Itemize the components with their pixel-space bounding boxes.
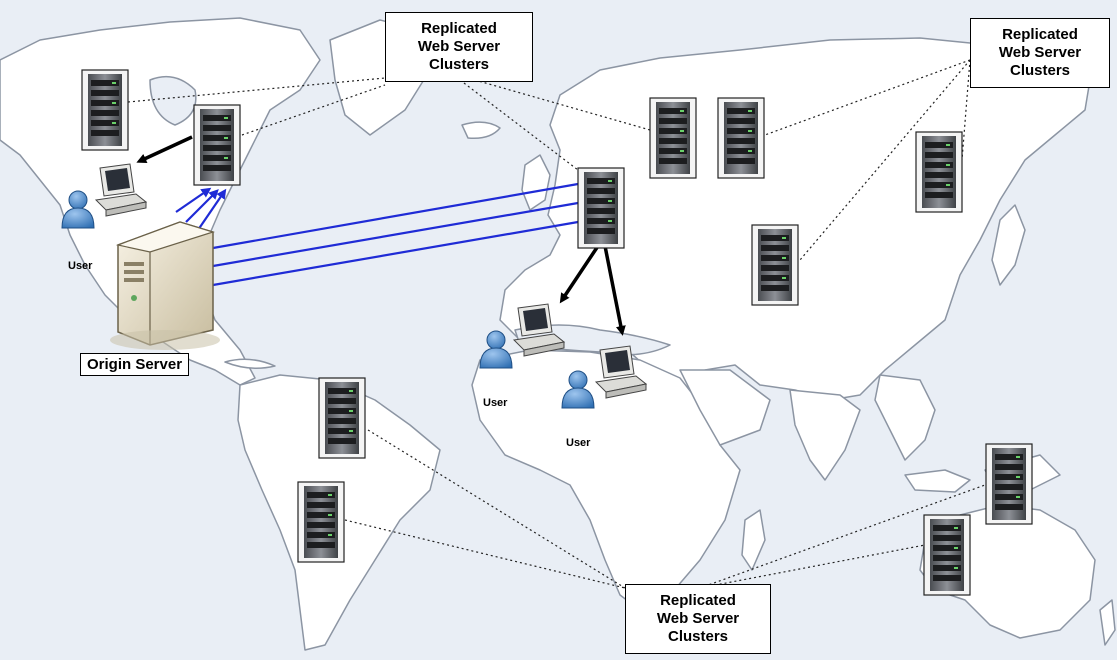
callout-replicated-clusters-top-right: Replicated Web Server Clusters	[970, 18, 1110, 88]
new-zealand	[1099, 599, 1116, 646]
user-label-mideast: User	[566, 437, 591, 449]
callout-line: Web Server	[998, 44, 1082, 61]
arabian-peninsula	[679, 369, 771, 446]
callout-line: Clusters	[667, 628, 729, 645]
callout-line: Replicated	[1002, 26, 1078, 43]
callout-line: Clusters	[428, 56, 490, 73]
callout-line: Replicated	[421, 20, 497, 37]
server-rack-icon	[577, 167, 625, 249]
server-rack-icon	[81, 69, 129, 151]
callout-replicated-clusters-bottom-center: Replicated Web Server Clusters	[625, 584, 771, 654]
origin-server-tower-icon	[110, 221, 220, 350]
hudson-bay	[149, 75, 197, 126]
response-arrows	[136, 135, 626, 336]
replication-links	[175, 182, 579, 287]
user-label-europe: User	[483, 397, 508, 409]
server-rack-icon	[649, 97, 697, 179]
southeast-asia	[874, 374, 936, 461]
user-label-north-america: User	[68, 260, 93, 272]
callout-replicated-clusters-top-center: Replicated Web Server Clusters	[385, 12, 533, 82]
server-rack-icon	[297, 481, 345, 563]
japan	[991, 204, 1026, 286]
server-rack-icon	[717, 97, 765, 179]
indian-subcontinent	[789, 389, 861, 481]
caribbean-islands	[224, 358, 276, 369]
british-isles	[521, 154, 551, 211]
server-rack-icon	[915, 131, 963, 213]
server-rack-icon	[751, 224, 799, 306]
server-rack-icon	[923, 514, 971, 596]
callout-line: Web Server	[417, 38, 501, 55]
server-rack-icon	[985, 443, 1033, 525]
server-rack-icon	[193, 104, 241, 186]
callout-line: Clusters	[1009, 62, 1071, 79]
madagascar	[741, 509, 766, 571]
callout-line: Replicated	[660, 592, 736, 609]
origin-server-label: Origin Server	[80, 353, 190, 376]
cluster-association-lines	[127, 59, 986, 589]
server-rack-icon	[318, 377, 366, 459]
callout-line: Web Server	[656, 610, 740, 627]
indonesia	[904, 469, 971, 493]
iceland	[461, 121, 501, 140]
